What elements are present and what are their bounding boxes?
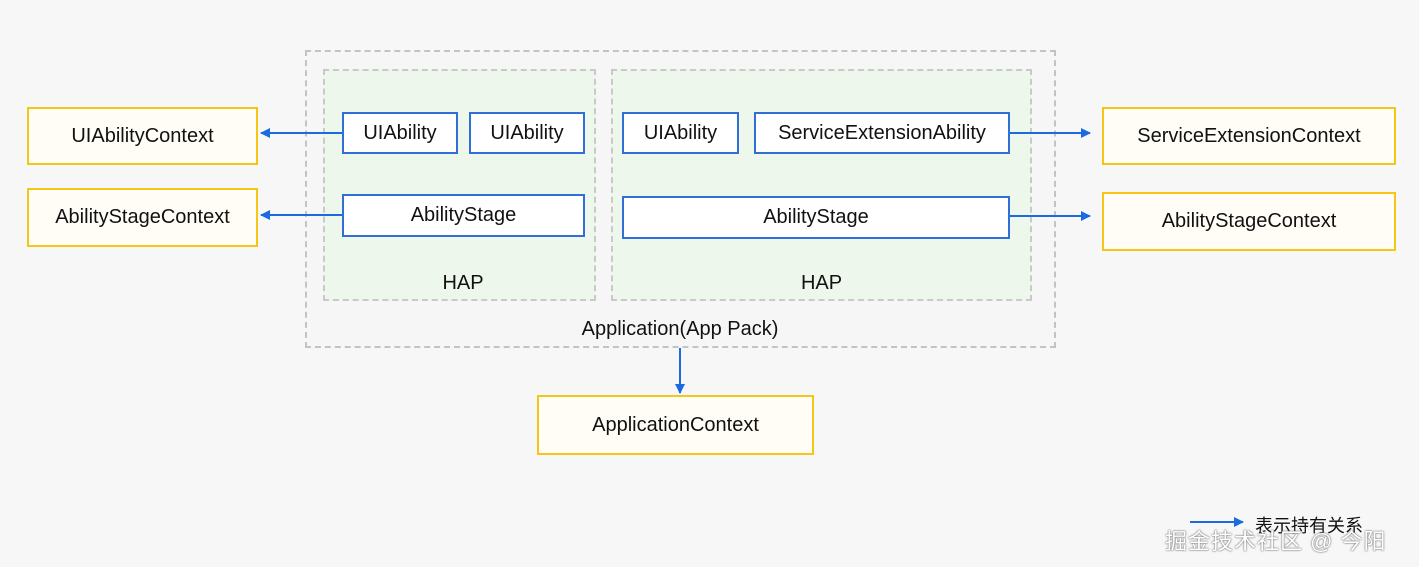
abilitystagecontext-box-left: AbilityStageContext	[27, 188, 258, 247]
serviceextensionability-box: ServiceExtensionAbility	[754, 112, 1010, 154]
uiability-box: UIAbility	[342, 112, 458, 154]
uiability-box: UIAbility	[469, 112, 585, 154]
hap-container-2	[611, 69, 1032, 301]
abilitystage-box: AbilityStage	[622, 196, 1010, 239]
uiabilitycontext-box: UIAbilityContext	[27, 107, 258, 165]
hap-container-1	[323, 69, 596, 301]
applicationcontext-box: ApplicationContext	[537, 395, 814, 455]
hap-label-1: HAP	[442, 272, 484, 294]
hap-label-2: HAP	[800, 272, 843, 294]
abilitystagecontext-box-right: AbilityStageContext	[1102, 192, 1396, 251]
legend-label: 表示持有关系	[1255, 516, 1363, 536]
watermark-text: 掘金技术社区 @ 今阳	[1165, 529, 1387, 554]
uiability-box: UIAbility	[622, 112, 739, 154]
application-label: Application(App Pack)	[581, 318, 779, 340]
serviceextensioncontext-box: ServiceExtensionContext	[1102, 107, 1396, 165]
abilitystage-box: AbilityStage	[342, 194, 585, 237]
